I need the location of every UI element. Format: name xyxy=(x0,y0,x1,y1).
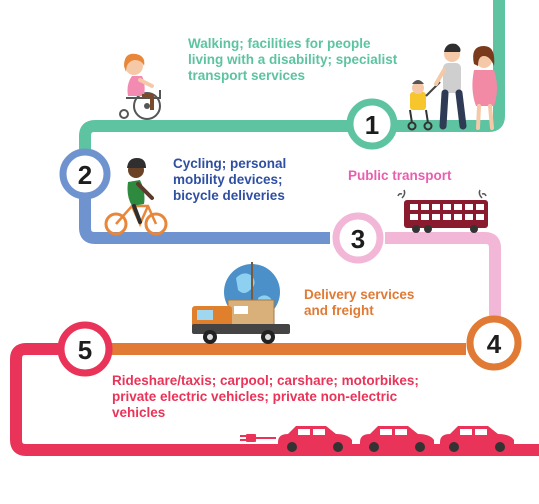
road-path xyxy=(10,0,539,456)
public-transport-label-line: Public transport xyxy=(348,168,452,183)
cycling-label: Cycling; personal mobility devices; bicy… xyxy=(173,156,286,204)
walking-label-line: Walking; facilities for people xyxy=(188,36,371,51)
walking-label-line: transport services xyxy=(188,68,306,83)
badge-5-number: 5 xyxy=(78,335,92,365)
cycling-label-line: mobility devices; xyxy=(173,172,283,187)
cycling-label-line: bicycle deliveries xyxy=(173,188,285,203)
badge-1-number: 1 xyxy=(365,110,379,140)
electric-plug-icon xyxy=(240,434,276,442)
wheelchair-user-icon xyxy=(119,53,161,120)
badge-4-number: 4 xyxy=(487,329,502,359)
public-transport-label: Public transport xyxy=(348,168,452,184)
badge-1: 1 xyxy=(346,98,398,150)
private-vehicles-label: Rideshare/taxis; carpool; carshare; moto… xyxy=(112,373,419,421)
cyclist-icon xyxy=(104,158,168,236)
car-icon xyxy=(440,426,514,452)
walking-label-line: living with a disability; specialist xyxy=(188,52,398,67)
private-vehicles-label-line: private electric vehicles; private non-e… xyxy=(112,389,398,404)
family-walking-icon xyxy=(407,43,497,131)
badge-3-number: 3 xyxy=(351,224,365,254)
private-vehicles-label-line: vehicles xyxy=(112,405,166,420)
car-icon xyxy=(278,426,352,452)
badge-2: 2 xyxy=(59,148,111,200)
badge-2-number: 2 xyxy=(78,160,92,190)
badge-3: 3 xyxy=(332,212,384,264)
cycling-label-line: Cycling; personal xyxy=(173,156,287,171)
car-icon xyxy=(360,426,434,452)
badge-5: 5 xyxy=(57,321,113,377)
delivery-label-line: and freight xyxy=(304,303,374,318)
double-decker-bus-icon xyxy=(397,189,488,233)
road-segment-walking xyxy=(79,0,505,150)
private-vehicles-label-line: Rideshare/taxis; carpool; carshare; moto… xyxy=(112,373,419,388)
delivery-label: Delivery services and freight xyxy=(304,287,414,319)
road-segment-public xyxy=(385,232,501,318)
delivery-truck-icon xyxy=(192,262,290,344)
road-segment-private xyxy=(10,343,539,456)
walking-label: Walking; facilities for people living wi… xyxy=(188,36,397,84)
road-segment-cycling xyxy=(79,196,330,244)
delivery-label-line: Delivery services xyxy=(304,287,415,302)
badge-4: 4 xyxy=(466,315,522,371)
